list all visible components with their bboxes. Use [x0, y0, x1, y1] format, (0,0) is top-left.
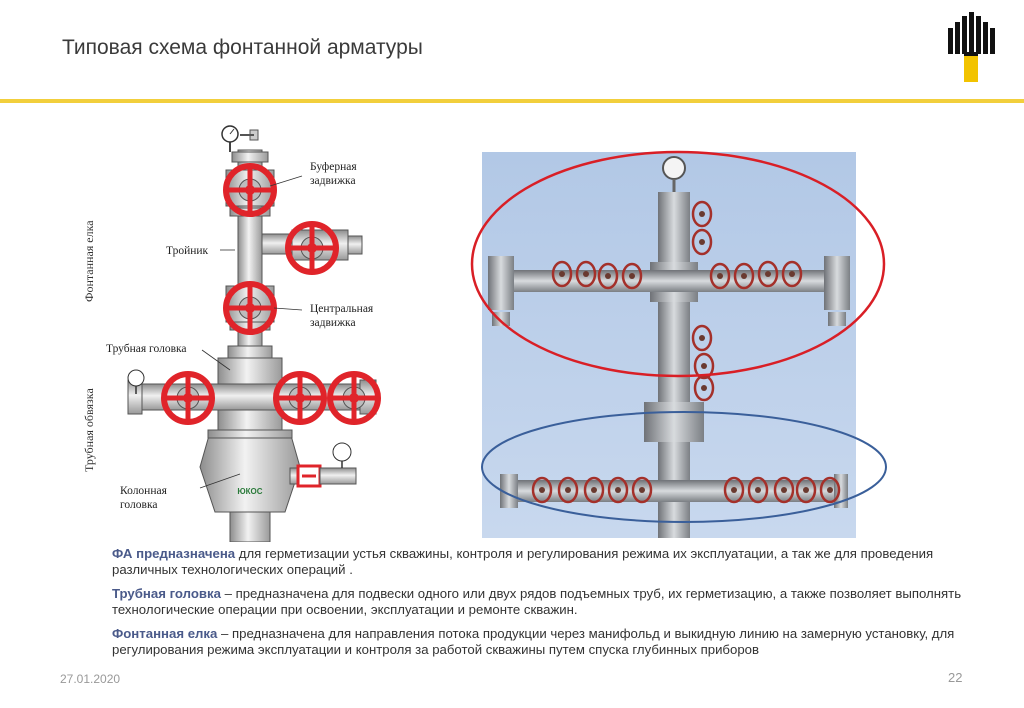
christmas-tree-highlight: [470, 150, 886, 378]
highlight-ellipses: [470, 150, 887, 523]
slide-title: Типовая схема фонтанной арматуры: [62, 36, 423, 59]
paragraph-tubing-head: Трубная головка – предназначена для подв…: [112, 586, 972, 618]
paragraph-fa-text: для герметизации устья скважины, контрол…: [112, 546, 934, 577]
tubing-head-highlight: [481, 411, 887, 523]
paragraph-tubing-head-term: Трубная головка: [112, 586, 221, 601]
wellhead-photo: [482, 152, 856, 538]
paragraph-christmas-tree-term: Фонтанная елка: [112, 626, 218, 641]
label-casing-head: Колонная головка: [120, 485, 167, 511]
brand-mark: ЮКОС: [237, 487, 262, 496]
paragraph-fa: ФА предназначена для герметизации устья …: [112, 546, 972, 578]
company-logo: [948, 12, 995, 82]
paragraph-christmas-tree: Фонтанная елка – предназначена для напра…: [112, 626, 972, 658]
accent-rule: [0, 99, 1024, 103]
label-tubing-binding: Трубная обвязка: [82, 388, 96, 472]
wellhead-diagram: ЮКОС: [127, 125, 440, 542]
description-block: ФА предназначена для герметизации устья …: [112, 546, 972, 666]
page-number: 22: [948, 670, 963, 685]
paragraph-christmas-tree-text: – предназначена для направления потока п…: [112, 626, 955, 657]
paragraph-fa-term: ФА предназначена: [112, 546, 236, 561]
label-central-valve: Центральная задвижка: [310, 303, 374, 329]
label-tee: Тройник: [166, 245, 209, 257]
label-buffer-valve: Буферная задвижка: [310, 161, 357, 187]
footer-date: 27.01.2020: [60, 672, 121, 686]
paragraph-tubing-head-text: – предназначена для подвески одного или …: [112, 586, 962, 617]
label-tubing-head: Трубная головка: [106, 343, 187, 355]
label-christmas-tree: Фонтанная елка: [82, 220, 96, 302]
